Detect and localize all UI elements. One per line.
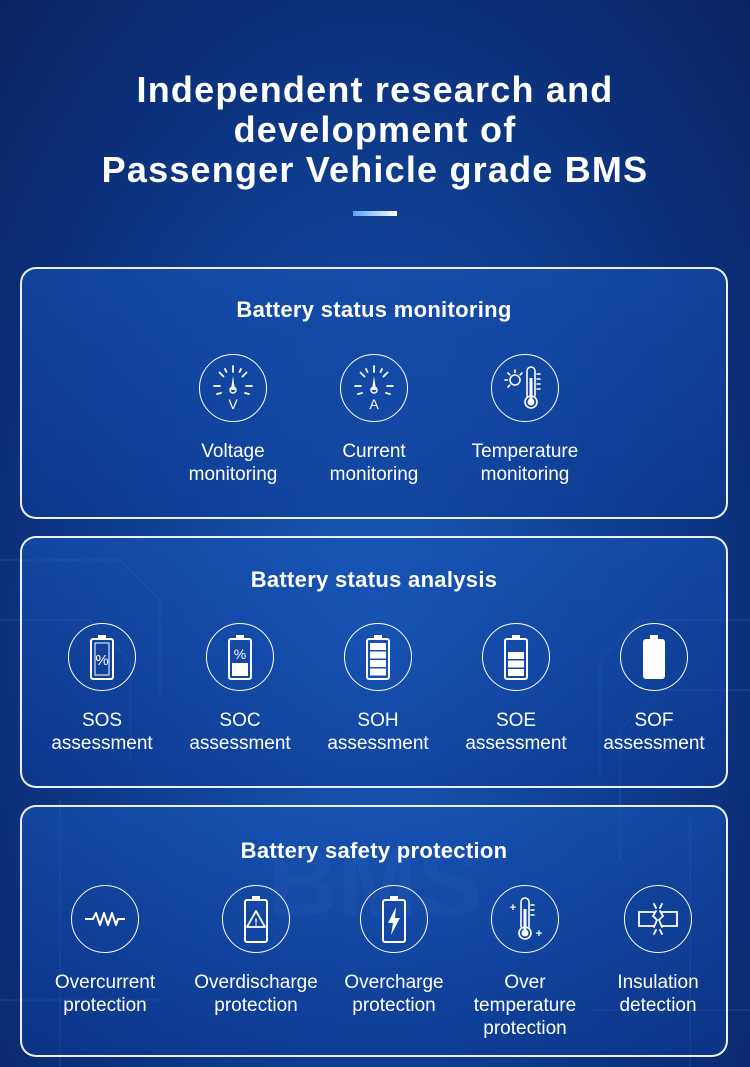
thermometer-plus-icon: + + <box>491 885 559 953</box>
current-gauge-icon: A <box>340 354 408 422</box>
label-line: SOC <box>219 710 261 731</box>
label-line: SOS <box>81 710 123 731</box>
label-line: Insulation <box>617 972 699 993</box>
item-label: SOE assessment <box>446 709 586 755</box>
overcharge-protection-item: Overcharge protection <box>344 885 444 1017</box>
voltage-gauge-icon: V <box>199 354 267 422</box>
soc-assessment-item: % SOC assessment <box>189 623 291 755</box>
item-label: SOS assessment <box>32 709 172 755</box>
insulation-detection-item: Insulation detection <box>608 885 708 1017</box>
label-line: Temperature <box>471 441 579 462</box>
label-line: Overcharge <box>344 972 444 993</box>
label-line: Overdischarge <box>194 972 318 993</box>
title-accent-bar <box>353 211 397 216</box>
battery-percent-icon: % <box>68 623 136 691</box>
item-label: Over temperature protection <box>445 971 605 1040</box>
battery-status-monitoring-card: Battery status monitoring V <box>20 267 728 519</box>
current-monitoring-item: A Current monitoring <box>324 354 424 486</box>
item-label: Overcharge protection <box>314 971 474 1017</box>
sos-assessment-item: % SOS assessment <box>51 623 153 755</box>
card-title-analysis: Battery status analysis <box>250 567 498 592</box>
item-label: Overdischarge protection <box>176 971 336 1017</box>
title-line-2: development of <box>233 109 517 150</box>
thermometer-sun-icon <box>491 354 559 422</box>
plus-symbol-right: + <box>536 928 542 940</box>
label-line: protection <box>214 995 298 1016</box>
current-gauge-letter: A <box>369 396 379 412</box>
item-label: Insulation detection <box>578 971 738 1017</box>
item-label: Current monitoring <box>304 440 444 486</box>
label-line: protection <box>352 995 436 1016</box>
sof-assessment-item: SOF assessment <box>603 623 705 755</box>
overdischarge-protection-item: ! Overdischarge protection <box>194 885 318 1017</box>
label-line: assessment <box>603 733 705 754</box>
label-line: assessment <box>327 733 429 754</box>
label-line: monitoring <box>480 464 570 485</box>
title-line-3: Passenger Vehicle grade BMS <box>101 149 649 190</box>
label-line: assessment <box>465 733 567 754</box>
over-temperature-protection-item: + + Over temperature protection <box>474 885 576 1040</box>
voltage-gauge-letter: V <box>228 396 238 412</box>
label-line: detection <box>619 995 697 1016</box>
battery-percent-symbol: % <box>95 652 108 669</box>
title-line-1: Independent research and <box>136 69 614 110</box>
page-title: Independent research and development of … <box>0 70 750 190</box>
label-line: assessment <box>51 733 153 754</box>
item-label: SOF assessment <box>584 709 724 755</box>
card-title-monitoring: Battery status monitoring <box>236 297 512 322</box>
item-label: SOC assessment <box>170 709 310 755</box>
label-line: Current <box>342 441 406 462</box>
temperature-monitoring-item: Temperature monitoring <box>472 354 578 486</box>
battery-warning-icon: ! <box>222 885 290 953</box>
battery-status-analysis-card: Battery status analysis % SOS assessment… <box>20 536 728 788</box>
battery-percent-symbol: % <box>234 646 246 662</box>
card-title-protection: Battery safety protection <box>240 838 508 863</box>
soh-assessment-item: SOH assessment <box>327 623 429 755</box>
battery-lightning-icon <box>360 885 428 953</box>
battery-full-bars-icon <box>344 623 412 691</box>
label-line: Voltage <box>201 441 265 462</box>
battery-safety-protection-card: Battery safety protection Overcurrent pr… <box>20 805 728 1057</box>
label-line: SOF <box>634 710 674 731</box>
label-line: monitoring <box>188 464 278 485</box>
label-line: monitoring <box>329 464 419 485</box>
label-line: SOH <box>357 710 399 731</box>
label-line: SOE <box>495 710 537 731</box>
item-label: Voltage monitoring <box>163 440 303 486</box>
label-line: protection <box>63 995 147 1016</box>
resistor-icon <box>71 885 139 953</box>
label-line: assessment <box>189 733 291 754</box>
label-line: temperature <box>473 995 577 1016</box>
warning-symbol: ! <box>254 918 257 929</box>
battery-solid-icon <box>620 623 688 691</box>
item-label: Overcurrent protection <box>25 971 185 1017</box>
item-label: SOH assessment <box>308 709 448 755</box>
label-line: protection <box>483 1018 567 1039</box>
overcurrent-protection-item: Overcurrent protection <box>55 885 155 1017</box>
plus-symbol-left: + <box>510 902 516 914</box>
insulation-break-icon <box>624 885 692 953</box>
battery-half-bars-icon <box>482 623 550 691</box>
label-line: Over <box>504 972 546 993</box>
battery-percent-bar-icon: % <box>206 623 274 691</box>
voltage-monitoring-item: V Voltage monitoring <box>183 354 283 486</box>
item-label: Temperature monitoring <box>445 440 605 486</box>
soe-assessment-item: SOE assessment <box>465 623 567 755</box>
label-line: Overcurrent <box>54 972 156 993</box>
